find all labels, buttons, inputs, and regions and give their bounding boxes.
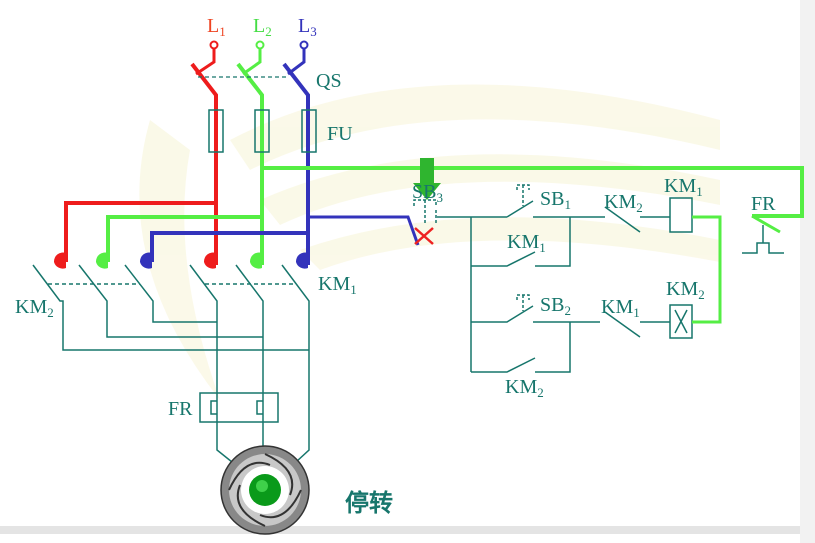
label-l2: L2 [253, 15, 272, 39]
label-km2-hold: KM2 [505, 376, 544, 400]
label-km2-main: KM2 [15, 296, 54, 320]
contact-caps [53, 252, 308, 269]
label-km1-main: KM1 [318, 273, 357, 297]
label-km1-nc: KM1 [601, 296, 640, 320]
red-x-icon [414, 227, 434, 245]
label-fu: FU [327, 123, 353, 145]
status-text: 停转 [345, 489, 393, 517]
fr-main-box [199, 392, 279, 423]
label-l3: L3 [298, 15, 317, 39]
green-down-arrow-icon [413, 158, 441, 200]
label-l1: L1 [207, 15, 226, 39]
motor-icon [220, 445, 310, 535]
bottom-bar [0, 526, 815, 534]
label-sb1: SB1 [540, 188, 571, 212]
label-km1-coil: KM1 [664, 175, 703, 199]
right-edge [800, 0, 815, 543]
label-km2-nc: KM2 [604, 191, 643, 215]
label-fr-main: FR [168, 398, 193, 420]
label-km1-hold: KM1 [507, 231, 546, 255]
km1-coil [669, 197, 693, 233]
label-qs: QS [316, 70, 342, 92]
label-fr-control: FR [751, 193, 776, 215]
main-contacts [32, 264, 310, 463]
label-sb2: SB2 [540, 294, 571, 318]
phase-terminals [195, 40, 309, 76]
label-km2-coil: KM2 [666, 278, 705, 302]
fuses [208, 109, 317, 153]
label-sb3: SB3 [412, 181, 443, 205]
watermark-logo [139, 84, 720, 400]
control-wires [413, 184, 784, 373]
